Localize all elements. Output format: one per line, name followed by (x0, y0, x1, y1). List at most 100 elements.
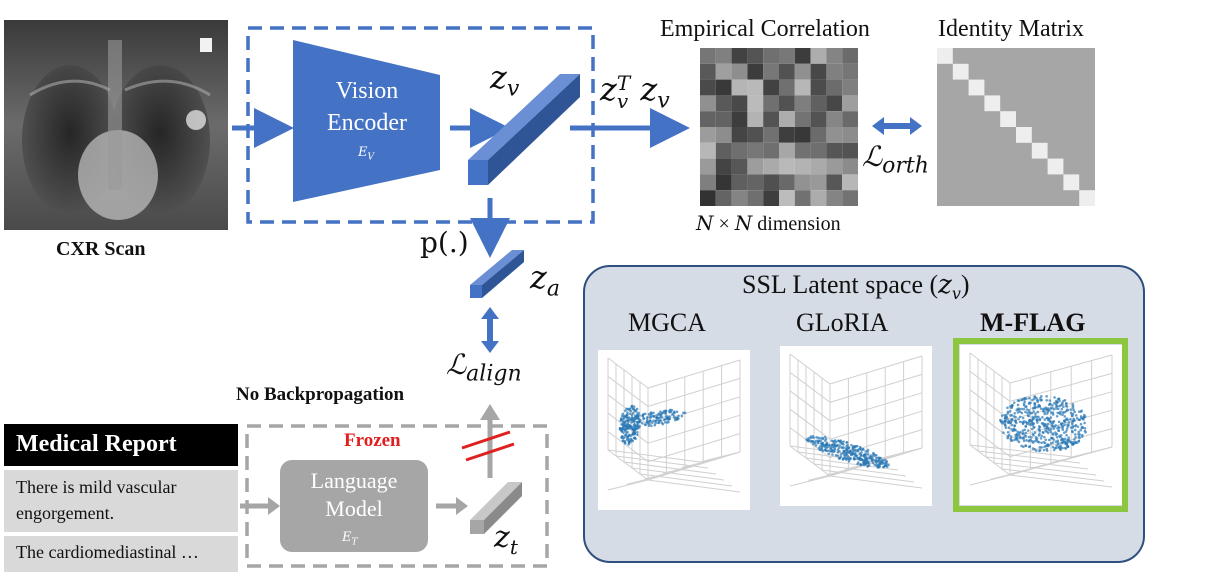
correlation-cell (794, 158, 811, 175)
correlation-cell (779, 190, 795, 206)
correlation-cell (715, 48, 732, 64)
correlation-cell (826, 48, 843, 64)
language-model-block (280, 460, 428, 552)
correlation-cell (763, 174, 779, 191)
correlation-cell (715, 158, 732, 175)
correlation-cell (747, 79, 764, 96)
identity-diagonal-cell (1079, 190, 1095, 206)
encoder-symbol: EV (358, 145, 374, 163)
correlation-cell (763, 158, 779, 175)
correlation-cell (779, 111, 795, 127)
correlation-cell (747, 142, 764, 159)
identity-diagonal-cell (952, 63, 969, 80)
za-label: za (530, 258, 560, 302)
correlation-cell (731, 127, 748, 143)
orth-double-arrow (872, 117, 922, 135)
correlation-cell (715, 79, 732, 96)
report-sentence-box-2 (4, 536, 238, 572)
correlation-cell (794, 95, 811, 112)
correlation-cell (747, 158, 764, 175)
correlation-cell (747, 174, 764, 191)
identity-diagonal-cell (984, 95, 1001, 112)
backprop-block-mark (461, 430, 515, 462)
cxr-scan-image (4, 20, 228, 230)
correlation-cell (747, 63, 764, 80)
correlation-cell (731, 79, 748, 96)
correlation-cell (700, 63, 716, 80)
arrow-text-up-blocked (480, 404, 500, 478)
identity-diagonal-cell (1047, 158, 1064, 175)
correlation-cell (826, 79, 843, 96)
correlation-cell (779, 174, 795, 191)
correlation-cell (794, 79, 811, 96)
scatter-points (805, 435, 890, 469)
identity-diagonal-cell (968, 79, 985, 96)
correlation-cell (731, 174, 748, 191)
plot-gridlines (789, 353, 923, 489)
no-backprop-label: No Backpropagation (236, 384, 405, 405)
correlation-cell (715, 190, 732, 206)
correlation-cell (842, 158, 858, 175)
report-line-2: engorgement. (16, 503, 115, 523)
zv-label: zv (490, 58, 520, 102)
correlation-cell (794, 127, 811, 143)
correlation-cell (826, 95, 843, 112)
correlation-cell (779, 95, 795, 112)
vision-encoder-box (246, 26, 595, 224)
correlation-cell (826, 190, 843, 206)
correlation-cell (810, 190, 827, 206)
matrix-dimension-label: N × N dimension (696, 211, 841, 235)
correlation-cell (779, 142, 795, 159)
empirical-correlation-title: Empirical Correlation (660, 16, 870, 42)
correlation-cell (715, 63, 732, 80)
correlation-cell (700, 142, 716, 159)
mgca-latent-plot (598, 350, 750, 510)
correlation-cell (779, 63, 795, 80)
method-label-gloria: GLoRIA (796, 308, 889, 337)
correlation-cell (731, 95, 748, 112)
ssl-panel-title: SSL Latent space (zv) (742, 270, 970, 304)
correlation-cell (747, 127, 764, 143)
zt-embedding-bar (470, 482, 522, 534)
correlation-cell (731, 142, 748, 159)
correlation-cell (747, 190, 764, 206)
za-embedding-bar (470, 250, 524, 298)
method-label-mgca: MGCA (628, 308, 707, 337)
identity-diagonal-cell (1063, 174, 1080, 191)
correlation-cell (810, 48, 827, 64)
correlation-cell (763, 63, 779, 80)
identity-diagonal-cell (1016, 127, 1032, 143)
vision-encoder-block (293, 40, 440, 202)
correlation-cell (810, 174, 827, 191)
correlation-cell (794, 142, 811, 159)
orth-loss-label: ℒorth (862, 140, 929, 179)
projection-label: p(.) (420, 226, 469, 259)
correlation-cell (700, 174, 716, 191)
correlation-cell (826, 63, 843, 80)
correlation-cell (794, 174, 811, 191)
correlation-cell (810, 158, 827, 175)
correlation-cell (700, 158, 716, 175)
plot-gridlines (607, 357, 741, 493)
medical-report-title: Medical Report (16, 431, 177, 457)
correlation-cell (810, 79, 827, 96)
correlation-cell (763, 48, 779, 64)
correlation-cell (747, 95, 764, 112)
scatter-points (998, 395, 1087, 453)
lm-title-line1: Language (310, 468, 398, 493)
correlation-cell (779, 127, 795, 143)
correlation-cell (763, 111, 779, 127)
identity-matrix (937, 48, 1095, 206)
correlation-cell (826, 158, 843, 175)
plot-background (780, 346, 932, 506)
encoder-title-line1: Vision (335, 78, 399, 104)
correlation-cell (794, 190, 811, 206)
correlation-cell (700, 190, 716, 206)
method-label-mflag: M-FLAG (980, 308, 1086, 337)
correlation-cell (763, 95, 779, 112)
identity-diagonal-cell (1000, 111, 1016, 127)
correlation-cell (763, 127, 779, 143)
correlation-cell (715, 111, 732, 127)
correlation-cell (794, 111, 811, 127)
encoder-title-line2: Encoder (327, 110, 407, 136)
